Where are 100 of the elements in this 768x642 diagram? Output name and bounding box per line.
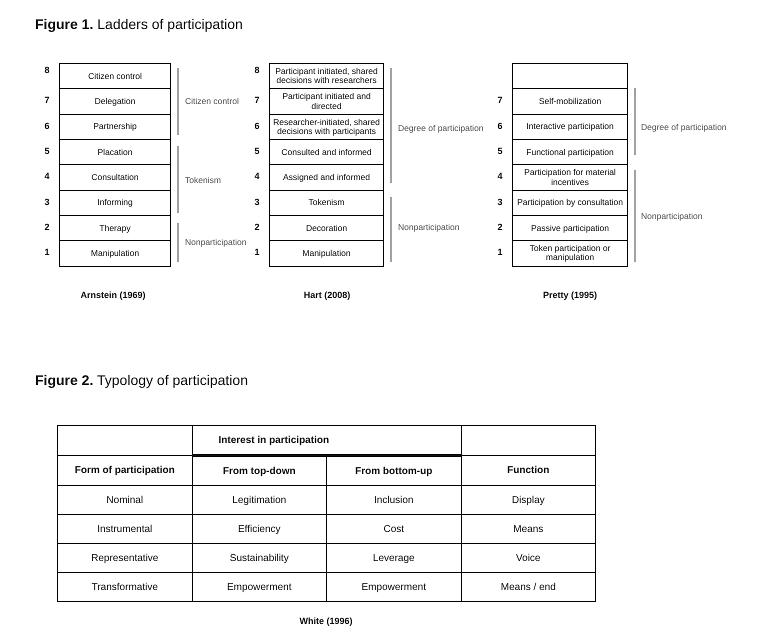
ladder-rung	[59, 63, 171, 90]
column-header: From top-down	[192, 456, 326, 486]
step-number: 3	[253, 196, 260, 206]
group-label: Nonparticipation	[641, 211, 702, 221]
rung-label: Tokenism	[308, 198, 346, 208]
source-caption: Hart (2008)	[304, 290, 350, 300]
rung-label: Participation for material incentives	[523, 168, 617, 187]
rung-label: Consultation	[90, 172, 140, 182]
table-cell: Leverage	[326, 544, 462, 572]
step-number: 8	[253, 65, 260, 75]
ladder-rung	[269, 114, 384, 140]
group-label: Nonparticipation	[398, 222, 460, 232]
group-label: Citizen control	[185, 96, 239, 106]
table-cell: Instrumental	[58, 514, 192, 544]
group-label: Degree of participation	[641, 122, 727, 132]
group-label: Tokenism	[185, 175, 221, 185]
step-number: 7	[496, 95, 504, 106]
step-number: 8	[43, 65, 50, 75]
step-number: 2	[253, 222, 260, 232]
rung-label: Participant initiated and directed	[281, 92, 372, 112]
step-number: 2	[43, 222, 50, 232]
ladder-rung	[59, 240, 171, 267]
step-number: 3	[43, 196, 50, 206]
ladder-rung	[512, 138, 628, 166]
ladder-rung	[269, 190, 384, 216]
table-cell: Legitimation	[192, 486, 326, 514]
ladder-rung	[269, 138, 384, 166]
table-cell: Efficiency	[192, 514, 326, 544]
step-number: 6	[496, 120, 504, 131]
source-caption: Arnstein (1969)	[80, 290, 146, 300]
ladder-rung	[512, 190, 628, 216]
table-cell: Means	[461, 514, 596, 544]
table-cell: Nominal	[58, 486, 192, 514]
ladder-rung	[59, 164, 171, 191]
ladder-rung	[512, 214, 628, 242]
rung-label: Passive participation	[530, 224, 610, 233]
step-number: 4	[253, 171, 260, 182]
ladder-rung	[512, 164, 628, 191]
rung-label: Participant initiated, shared decisions with researchers	[274, 67, 379, 86]
table-cell: Display	[461, 486, 596, 514]
ladder-rung	[269, 88, 384, 116]
step-number: 4	[43, 171, 50, 182]
figure-title: Figure 2. Typology of participation	[35, 372, 248, 388]
column-header: From bottom-up	[326, 456, 462, 486]
ladder-rung	[512, 114, 628, 140]
step-number: 6	[253, 120, 260, 131]
step-number: 1	[253, 247, 260, 258]
ladder-rung	[59, 114, 171, 140]
step-number: 1	[496, 247, 504, 258]
step-number: 3	[496, 196, 504, 206]
column-header: Function	[461, 456, 596, 486]
rung-label: Participation by consultation	[516, 198, 624, 208]
step-number: 6	[43, 120, 50, 131]
empty-ladder-rung	[512, 63, 628, 90]
rung-label: Placation	[96, 148, 134, 157]
rung-label: Informing	[96, 198, 134, 208]
ladder-rung	[512, 88, 628, 116]
column-header: Form of participation	[58, 456, 192, 486]
group-label: Nonparticipation	[185, 237, 246, 247]
rung-label: Delegation	[94, 97, 136, 106]
rung-label: Manipulation	[90, 248, 140, 258]
rung-label: Interactive participation	[525, 122, 615, 132]
table-cell: Representative	[58, 544, 192, 572]
ladder-rung	[269, 214, 384, 242]
figure-title: Figure 1. Ladders of participation	[35, 16, 243, 32]
step-number: 5	[43, 146, 50, 156]
group-header: Interest in participation	[192, 426, 462, 456]
ladder-rung	[59, 138, 171, 166]
rung-label: Researcher-initiated, shared decisions with participants	[272, 118, 381, 136]
rung-label: Partnership	[92, 122, 138, 132]
rung-label: Manipulation	[301, 248, 352, 258]
table-cell: Sustainability	[192, 544, 326, 572]
rung-label: Self-mobilization	[538, 97, 602, 106]
rung-label: Assigned and informed	[282, 172, 371, 182]
rung-label: Decoration	[304, 224, 348, 233]
ladder-rung	[59, 88, 171, 116]
table-cell: Voice	[461, 544, 596, 572]
table-cell: Empowerment	[326, 572, 462, 602]
table-cell: Transformative	[58, 572, 192, 602]
ladder-rung	[269, 240, 384, 267]
source-caption: White (1996)	[300, 616, 352, 626]
step-number: 5	[496, 146, 504, 156]
rung-label: Functional participation	[525, 148, 615, 157]
ladder-rung	[269, 63, 384, 90]
ladder-rung	[59, 214, 171, 242]
step-number: 1	[43, 247, 50, 258]
rung-label: Consulted and informed	[280, 148, 373, 157]
step-number: 2	[496, 222, 504, 232]
step-number: 4	[496, 171, 504, 182]
table-cell: Inclusion	[326, 486, 462, 514]
rung-label: Citizen control	[87, 72, 143, 82]
step-number: 5	[253, 146, 260, 156]
source-caption: Pretty (1995)	[542, 290, 598, 300]
table-cell: Cost	[326, 514, 462, 544]
rung-label: Therapy	[98, 224, 132, 233]
step-number: 7	[253, 95, 260, 106]
rung-label: Token participation or manipulation	[528, 244, 612, 263]
ladder-rung	[269, 164, 384, 191]
table-cell: Empowerment	[192, 572, 326, 602]
table-cell: Means / end	[461, 572, 596, 602]
